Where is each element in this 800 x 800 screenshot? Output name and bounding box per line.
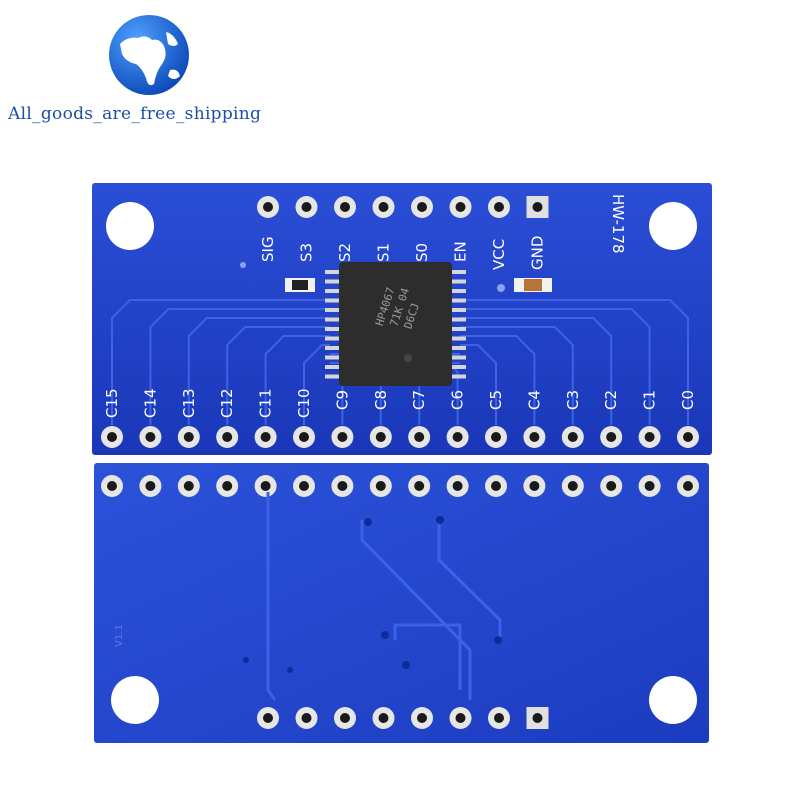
back-pin [139,475,162,497]
back-pin [561,475,584,497]
mounting-hole [111,676,159,724]
pcb-traces [111,299,689,425]
back-pin [177,475,200,497]
pin-label-gnd: GND [529,236,547,270]
mux-chip: HP4067 71K 04 D6CJ [325,262,466,386]
pin-label-sig: SIG [259,236,277,262]
pin-label-en: EN [452,241,470,262]
store-logo [108,14,190,96]
back-pin [293,475,315,497]
back-pin [485,475,507,497]
pin-label-c1: C1 [641,390,659,410]
header-pin-c8 [369,426,392,448]
bottom-header-labels: C15 C14 C13 C12 C11 C10 C9 C8 C7 C6 C5 C4 C3 C2 C1 C0 [103,388,697,418]
pin-label-c9: C9 [333,390,351,410]
header-pin-c6 [446,426,469,448]
header-pin-c12 [216,426,239,448]
back-pin [216,475,239,497]
pin-label-c11: C11 [257,388,275,418]
header-pin-c10 [293,426,315,448]
pin-label-s0: S0 [413,243,431,262]
back-traces [266,492,502,701]
back-pin [257,707,279,729]
bottom-header [101,426,699,448]
smd-capacitor-right [514,278,552,292]
header-pin-c14 [139,426,162,448]
back-pin [334,707,356,729]
header-pin-c1 [638,426,661,448]
globe-icon [109,15,189,95]
top-header-labels: SIG S3 S2 S1 S0 EN VCC GND [259,236,547,270]
back-pin [449,707,472,729]
mounting-hole [106,202,154,250]
mounting-hole [649,676,697,724]
back-version-mark: V1.1 [114,624,125,647]
back-pin [295,707,318,729]
back-pin [331,475,354,497]
pin-label-c6: C6 [449,390,467,410]
header-pin-c4 [523,426,546,448]
back-header-top [101,475,699,497]
pin-label-c12: C12 [218,388,236,418]
back-pin [638,475,661,497]
smd-resistor-left [285,278,315,292]
header-pin-sig [257,196,279,218]
header-pin-c0 [677,426,699,448]
header-pin-c9 [331,426,354,448]
back-pin [411,707,433,729]
header-pin-c11 [254,426,277,448]
header-pin-s1 [372,196,395,218]
header-pin-c13 [177,426,200,448]
header-pin-vcc [488,196,510,218]
back-pin [446,475,469,497]
top-header [257,196,549,218]
store-name: All_goods_are_free_shipping [8,104,262,124]
header-pin-c15 [101,426,123,448]
pin-label-c0: C0 [679,390,697,410]
board-model: HW-178 [609,194,627,254]
pin-label-s2: S2 [336,243,354,262]
header-pin-c3 [561,426,584,448]
pin-label-s1: S1 [375,243,393,262]
back-pin [600,475,623,497]
back-header-bottom [257,707,549,729]
pin-label-c7: C7 [410,390,428,410]
pin-label-c8: C8 [372,390,390,410]
pin-label-c3: C3 [564,390,582,410]
pin-label-c5: C5 [487,390,505,410]
back-pin [408,475,431,497]
back-pin [677,475,699,497]
back-pin [526,707,549,729]
back-pin [101,475,123,497]
header-pin-c2 [600,426,623,448]
back-pin [488,707,510,729]
pin-label-c2: C2 [602,390,620,410]
header-pin-c7 [408,426,431,448]
mounting-hole [649,202,697,250]
pcb-back [94,463,709,743]
header-pin-s3 [295,196,318,218]
header-pin-c5 [485,426,507,448]
pin-label-c13: C13 [180,388,198,418]
pin-label-c14: C14 [141,388,159,418]
header-pin-gnd [526,196,549,218]
back-pin [523,475,546,497]
pin-label-vcc: VCC [490,239,508,270]
header-pin-en [449,196,472,218]
back-pin [372,707,395,729]
pin-label-c4: C4 [525,390,543,410]
header-pin-s0 [411,196,433,218]
header-pin-s2 [334,196,356,218]
pin-label-s3: S3 [298,243,316,262]
pin-label-c15: C15 [103,388,121,418]
back-pin [369,475,392,497]
back-pin [254,475,277,497]
pin-label-c10: C10 [295,388,313,418]
